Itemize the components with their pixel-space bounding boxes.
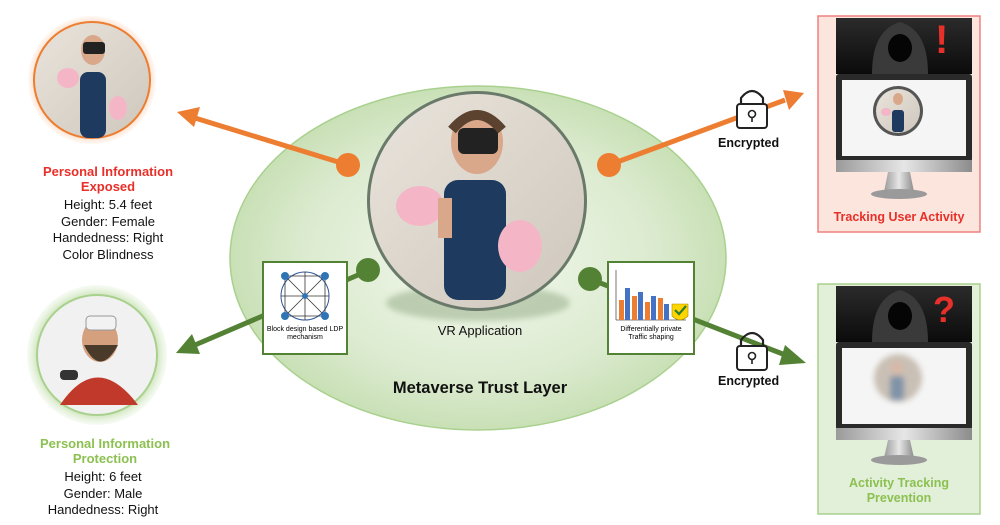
hooded-hacker-icon: [872, 22, 928, 74]
alert-exclamation: !: [935, 18, 949, 62]
protected-title: Personal Information Protection: [39, 436, 171, 466]
alert-question: ?: [933, 289, 955, 330]
protected-details: Height: 6 feet Gender: Male Handedness: …: [15, 469, 191, 519]
exposed-user-photo: [28, 16, 156, 144]
traffic-shaping-label: Differentially private Traffic shaping: [620, 326, 682, 341]
prevention-panel: [817, 283, 981, 515]
exposed-detail: Color Blindness: [62, 246, 154, 262]
exposed-detail: Height: 5.4 feet: [63, 197, 153, 212]
ldp-mechanism-box: [262, 261, 348, 355]
block-design-graph-icon: [280, 271, 330, 321]
tracking-panel: [817, 15, 981, 233]
tracking-label: Tracking User Activity: [833, 210, 965, 224]
bar-chart-check-icon: [615, 270, 689, 321]
traffic-shaping-box: [607, 261, 695, 355]
exposed-detail: Handedness: Right: [52, 230, 164, 245]
trust-layer-label: Metaverse Trust Layer: [392, 379, 568, 397]
vr-user-photo: [367, 91, 587, 321]
exposure-arrow: [177, 107, 360, 177]
exposed-detail: Gender: Female: [61, 213, 155, 229]
protected-detail: Handedness: Right: [47, 502, 159, 517]
encrypted-label-top: Encrypted: [718, 136, 780, 150]
padlock-icon: [736, 89, 768, 129]
ldp-mechanism-label: Block design based LDP mechanism: [266, 326, 344, 341]
exposed-title: Personal Information Exposed: [42, 164, 174, 194]
hooded-hacker-icon: [872, 290, 928, 342]
protected-detail: Height: 6 feet: [64, 469, 142, 484]
encrypted-label-bottom: Encrypted: [718, 374, 780, 388]
padlock-icon: [736, 331, 768, 371]
prevention-label: Activity Tracking Prevention: [848, 476, 950, 505]
protected-detail: Gender: Male: [63, 485, 143, 501]
exposed-details: Height: 5.4 feet Gender: Female Handedne…: [20, 197, 196, 263]
protected-user-photo: [27, 285, 167, 425]
vr-application-label: VR Application: [437, 323, 523, 338]
